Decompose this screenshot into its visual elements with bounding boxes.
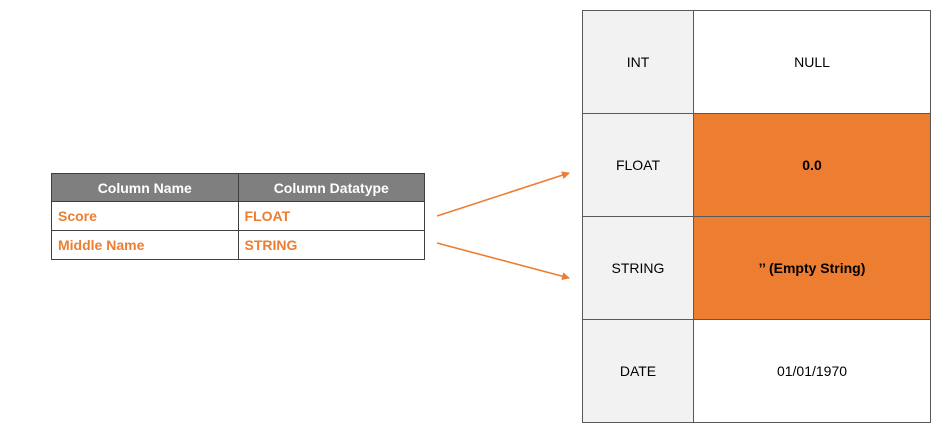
datatype-cell: DATE xyxy=(582,319,694,423)
default-value-cell-highlighted: 0.0 xyxy=(693,113,931,217)
table-row: INT NULL xyxy=(582,10,931,114)
table-header-row: Column Name Column Datatype xyxy=(51,173,425,202)
datatype-cell: STRING xyxy=(582,216,694,320)
column-name-cell: Middle Name xyxy=(51,230,239,260)
column-datatype-header: Column Datatype xyxy=(237,173,425,202)
default-value-cell: 01/01/1970 xyxy=(693,319,931,423)
datatype-cell: FLOAT xyxy=(582,113,694,217)
column-name-cell: Score xyxy=(51,201,239,231)
arrow-to-string xyxy=(436,242,570,281)
column-type-cell: FLOAT xyxy=(237,201,425,231)
table-row: Middle Name STRING xyxy=(51,230,425,260)
default-value-cell-highlighted: ’’ (Empty String) xyxy=(693,216,931,320)
table-row: STRING ’’ (Empty String) xyxy=(582,216,931,320)
default-value-cell: NULL xyxy=(693,10,931,114)
column-type-cell: STRING xyxy=(237,230,425,260)
column-datatype-table: Column Name Column Datatype Score FLOAT … xyxy=(51,173,425,260)
column-name-header: Column Name xyxy=(51,173,239,202)
table-row: FLOAT 0.0 xyxy=(582,113,931,217)
table-row: DATE 01/01/1970 xyxy=(582,319,931,423)
datatype-cell: INT xyxy=(582,10,694,114)
table-row: Score FLOAT xyxy=(51,201,425,231)
default-values-table: INT NULL FLOAT 0.0 STRING ’’ (Empty Stri… xyxy=(582,10,931,423)
arrow-to-float xyxy=(436,171,570,217)
